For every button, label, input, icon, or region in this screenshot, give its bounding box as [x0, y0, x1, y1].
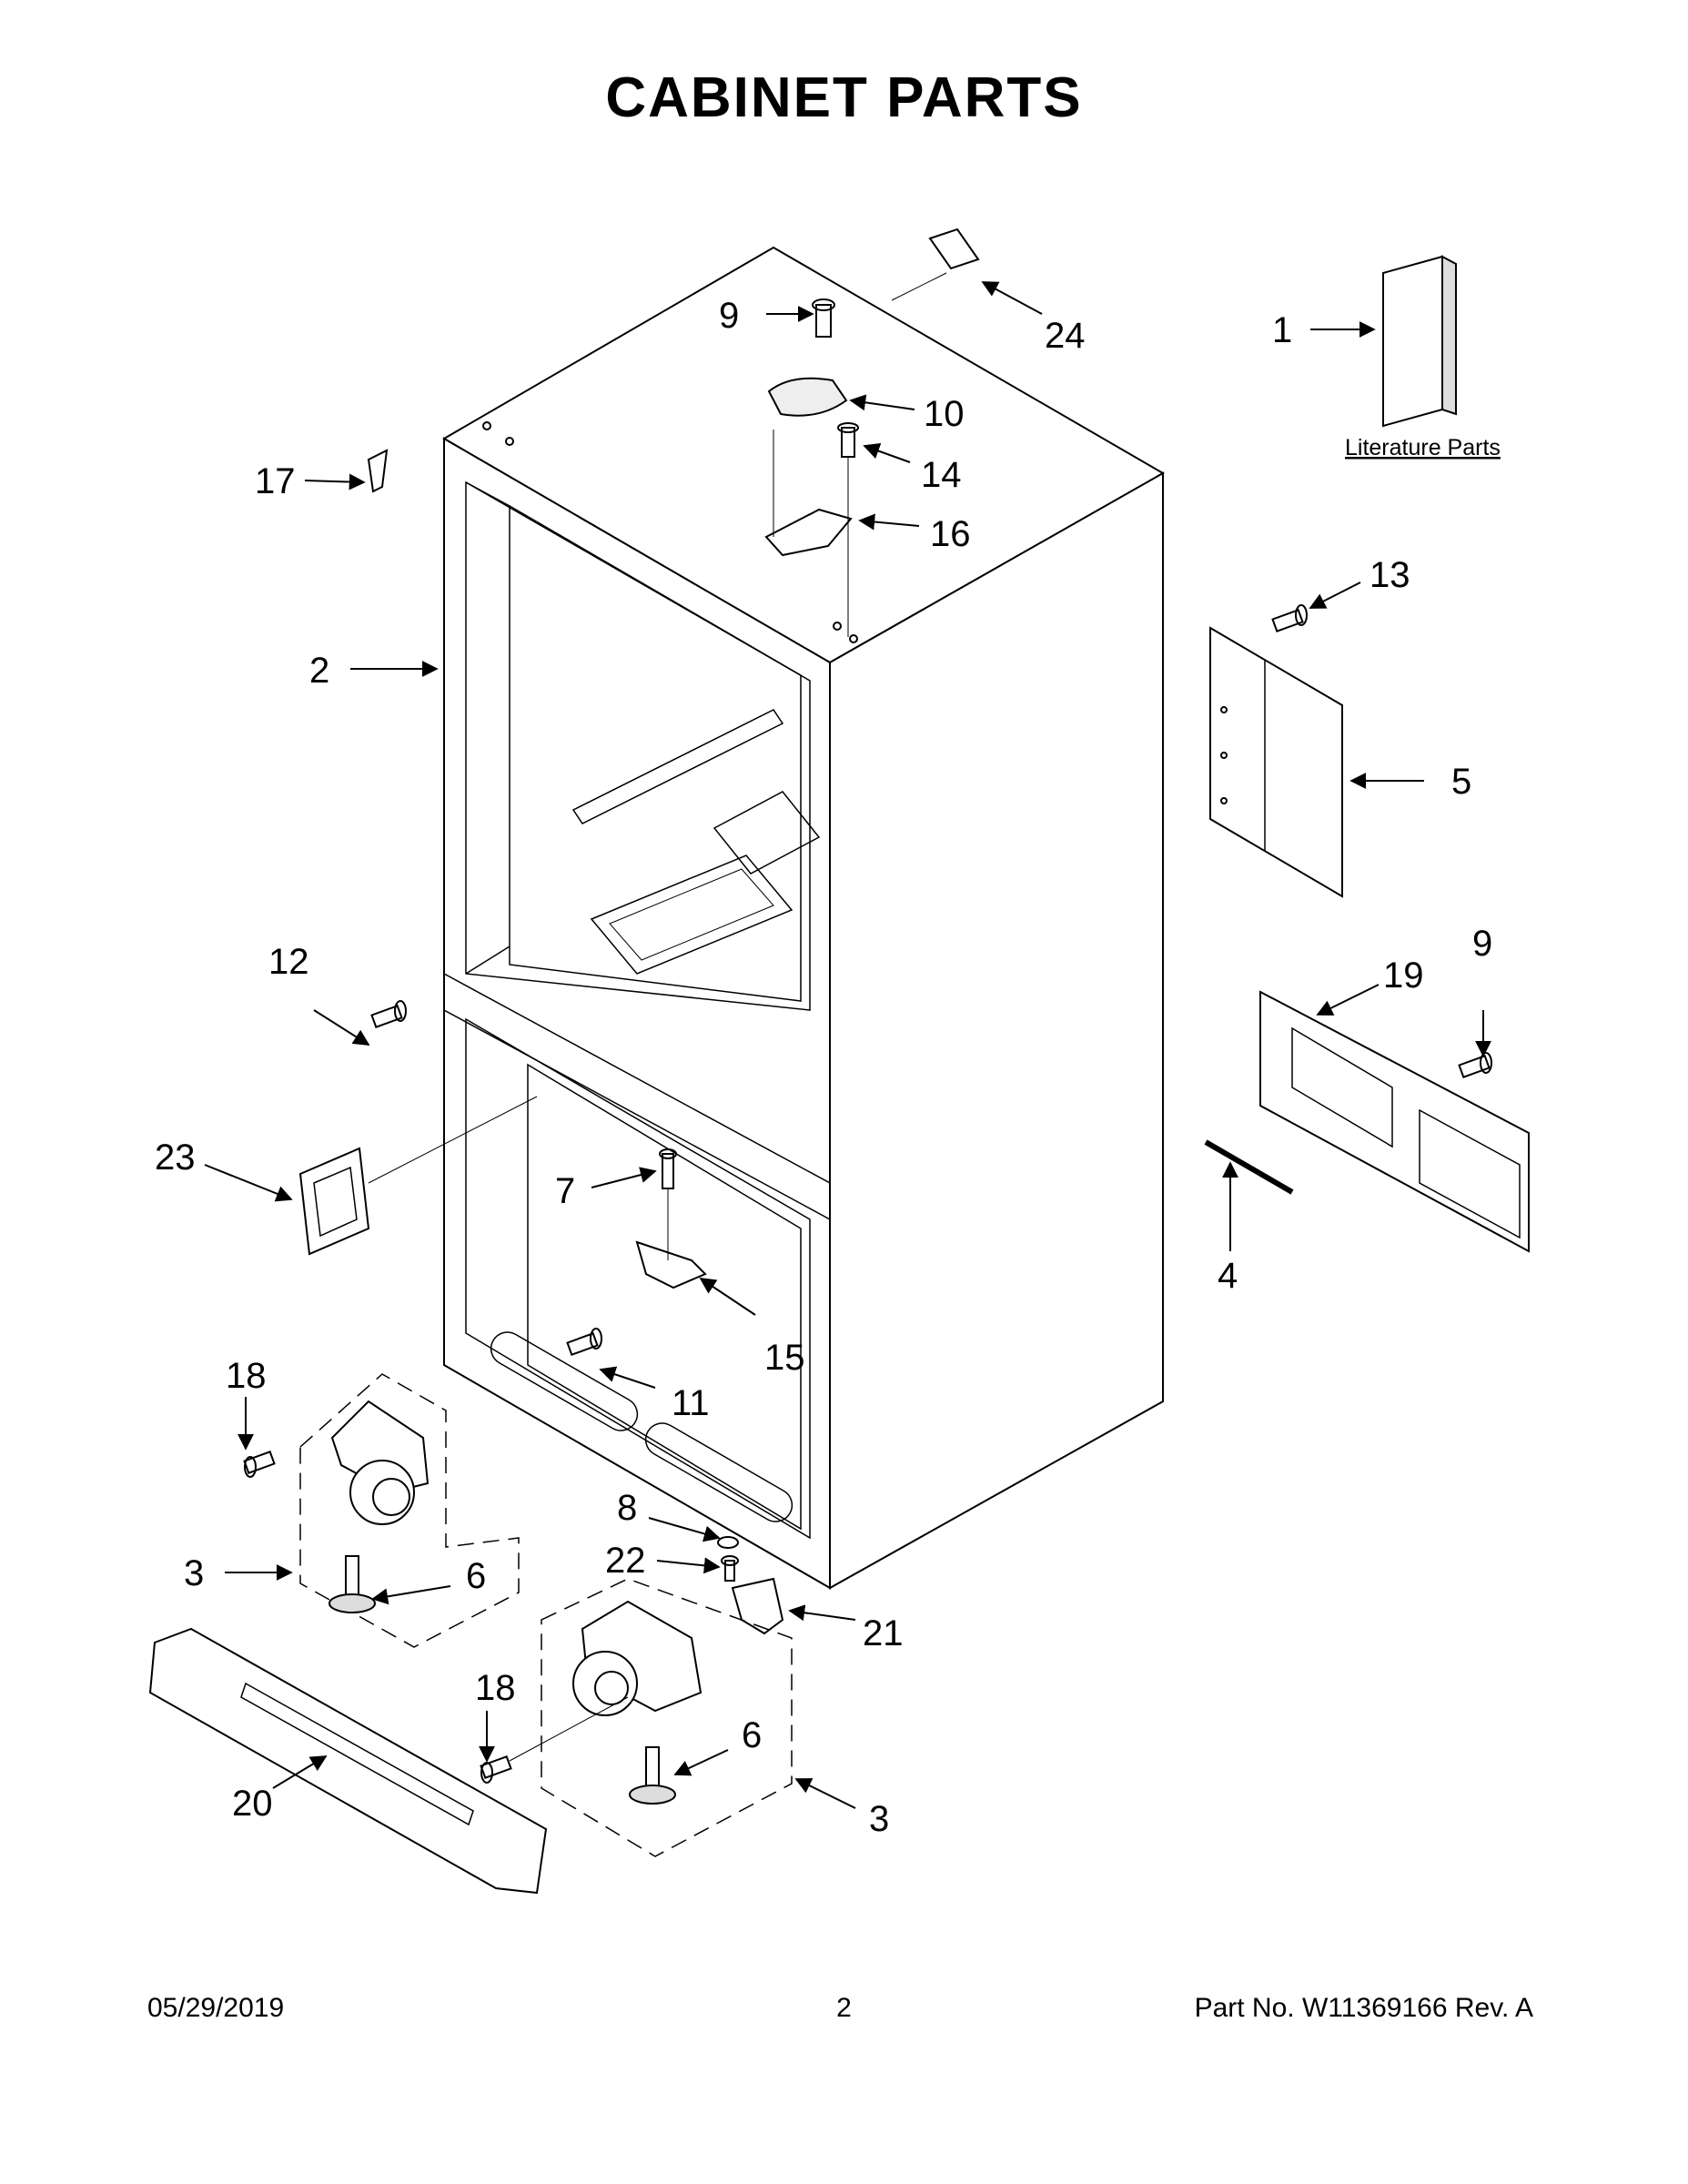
callout-4: 4	[1218, 1256, 1238, 1296]
callout-12: 12	[268, 942, 309, 982]
callout-16: 16	[930, 514, 971, 554]
label-part-24	[928, 228, 980, 270]
callout-20: 20	[232, 1784, 273, 1824]
clip-17	[367, 449, 389, 493]
callout-3-right: 3	[869, 1799, 889, 1839]
callout-3-left: 3	[184, 1553, 204, 1593]
literature-book-icon	[1382, 255, 1457, 428]
callout-15: 15	[764, 1338, 805, 1378]
back-panel-5	[1209, 626, 1343, 898]
roller-left	[330, 1400, 430, 1525]
callout-9-right: 9	[1472, 924, 1492, 964]
literature-parts-label: Literature Parts	[1345, 435, 1501, 460]
screw-9-top	[812, 298, 835, 338]
page-title: CABINET PARTS	[605, 66, 1083, 129]
bracket-21	[731, 1577, 784, 1635]
screw-18-left	[243, 1451, 276, 1478]
screw-12	[370, 1000, 407, 1028]
callout-6-right: 6	[742, 1715, 762, 1755]
callout-9-top: 9	[719, 296, 739, 336]
callout-17: 17	[255, 461, 296, 501]
callout-1: 1	[1272, 310, 1292, 350]
callout-numbers: 9 24 1 Literature Parts 10 14 16 17 2 13…	[155, 296, 1501, 1839]
screw-13	[1271, 604, 1308, 632]
cabinet-body	[442, 246, 1166, 1590]
callout-8: 8	[617, 1488, 637, 1528]
footer-date: 05/29/2019	[147, 1993, 285, 2023]
callout-10: 10	[924, 394, 965, 434]
callout-6-left: 6	[466, 1556, 486, 1596]
callout-22: 22	[605, 1541, 646, 1581]
footer-page-number: 2	[836, 1993, 852, 2023]
washer-8	[717, 1536, 739, 1549]
hinge-cover-10	[767, 377, 848, 417]
leveling-leg-right	[629, 1746, 676, 1805]
leveling-leg-left	[329, 1555, 376, 1613]
callout-2: 2	[309, 651, 329, 691]
roller-right	[572, 1600, 702, 1716]
callout-18-left: 18	[226, 1356, 267, 1396]
callout-14: 14	[921, 455, 962, 495]
callout-5: 5	[1451, 762, 1471, 802]
roller-assembly-right	[541, 1578, 793, 1857]
callout-23: 23	[155, 1138, 196, 1178]
screw-22	[721, 1555, 739, 1582]
footer-part-number: Part No. W11369166 Rev. A	[1194, 1993, 1533, 2023]
callout-18-right: 18	[475, 1668, 516, 1708]
callout-24: 24	[1045, 316, 1086, 356]
screw-9-right	[1458, 1052, 1492, 1078]
cover-23	[298, 1147, 370, 1256]
screw-11	[566, 1328, 602, 1356]
toe-grille-20	[148, 1627, 548, 1895]
callout-13: 13	[1370, 555, 1410, 595]
screw-18-right	[480, 1755, 512, 1784]
strip-4	[1204, 1139, 1294, 1195]
access-panel-19	[1259, 990, 1530, 1253]
hinge-15	[635, 1240, 707, 1289]
callout-11: 11	[672, 1383, 710, 1423]
leader-arrows	[204, 281, 1491, 1809]
callout-7: 7	[555, 1171, 575, 1211]
callout-19: 19	[1383, 956, 1424, 996]
callout-21: 21	[863, 1613, 904, 1653]
hinge-16	[764, 508, 853, 557]
